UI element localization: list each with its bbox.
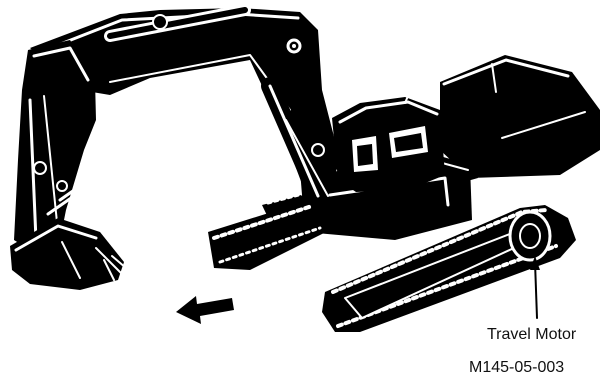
travel-direction-arrow-icon — [176, 296, 234, 324]
operator-cab — [332, 94, 445, 192]
excavator-illustration — [10, 8, 600, 332]
figure-code: M145-05-003 — [469, 359, 564, 377]
engine-housing — [440, 55, 600, 178]
travel-motor-label: Travel Motor — [487, 326, 576, 344]
arm — [14, 40, 96, 250]
travel-motor — [510, 212, 550, 260]
